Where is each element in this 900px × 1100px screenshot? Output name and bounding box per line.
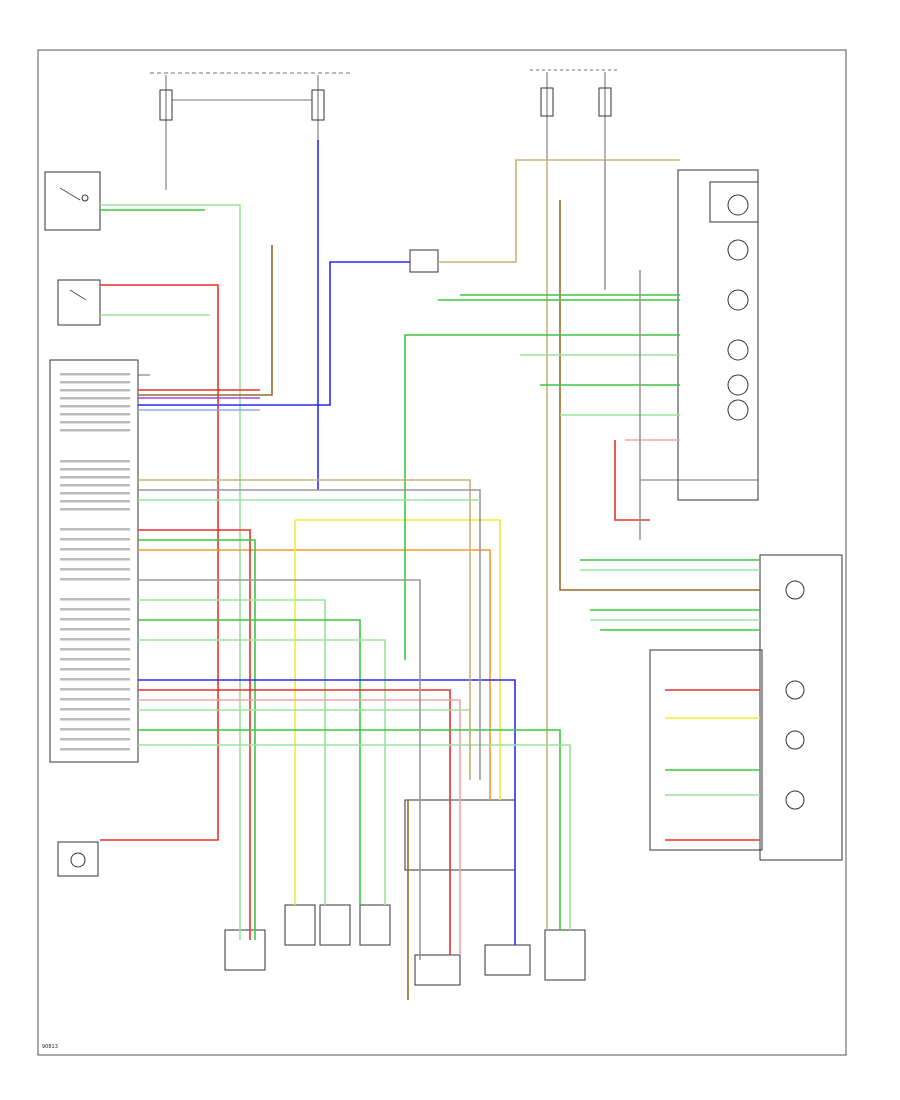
fuse-block-right [530,69,620,160]
wire-blue [138,261,410,406]
pcm-pin-label [60,718,130,721]
wire-green [404,334,680,660]
wire-lightgreen [100,204,241,940]
pcm-pin-label [60,558,130,561]
wire-pink [138,699,461,955]
pcm-pin-rows [60,373,130,751]
wire-green [138,619,361,905]
range-switch [57,279,101,326]
wire-red [614,440,650,521]
pcm-pin-label [60,538,130,541]
pcm-pin-label [60,484,130,487]
brake-switch [44,171,101,231]
pcm-pin-label [60,688,130,691]
pcm-pin-label [60,429,130,432]
vehicle-speed-sensor [57,841,99,877]
pcm-pin-label [60,413,130,416]
wire-brown [138,245,273,396]
pcm-pin-label [60,397,130,400]
pcm-pin-label [60,492,130,495]
wire-yellow [295,519,501,800]
pcm-pin-label [60,500,130,503]
wire-brown [559,200,760,591]
pcm-pin-label [60,548,130,551]
wire-green [138,729,561,930]
pcm-pin-label [60,421,130,424]
pcm-pin-label [60,389,130,392]
bottom-solenoids [224,799,586,986]
pcm-pin-label [60,598,130,601]
pcm-module [49,359,150,763]
junction-connector [409,249,439,273]
wire-lightgreen [138,599,326,905]
wire-red [138,529,251,940]
pcm-pin-label [60,373,130,376]
pcm-pin-label [60,738,130,741]
wire-tan [438,159,680,263]
wire-red [100,284,219,841]
pcm-pin-label [60,698,130,701]
pcm-pin-label [60,381,130,384]
wire-lightgreen [138,744,571,930]
pcm-pin-label [60,578,130,581]
pcm-pin-label [60,568,130,571]
diagram-frame [37,49,847,1056]
pcm-pin-label [60,618,130,621]
pcm-pin-label [60,476,130,479]
fuse-block-left [150,72,350,190]
figure-id: 90813 [42,1044,58,1050]
shift-lever-switch [649,554,843,861]
pcm-pin-label [60,508,130,511]
pcm-pin-label [60,728,130,731]
pcm-pin-label [60,405,130,408]
wire-blue [138,679,516,945]
wire-red [138,689,451,955]
wire-green [138,539,256,940]
wire-lightgreen [138,639,386,905]
wire-gray [138,489,481,780]
wire-orange [138,549,491,800]
wire-gray [138,579,421,960]
gauge-cluster [640,169,759,501]
pcm-pin-label [60,708,130,711]
pcm-pin-label [60,678,130,681]
pcm-pin-label [60,648,130,651]
pcm-pin-label [60,460,130,463]
pcm-pin-label [60,608,130,611]
pcm-pin-label [60,668,130,671]
pcm-pin-label [60,748,130,751]
wire-tan [138,479,471,780]
pcm-pin-label [60,528,130,531]
pcm-pin-label [60,638,130,641]
wire-layer [100,140,760,1000]
pcm-pin-label [60,628,130,631]
pcm-pin-label [60,658,130,661]
pcm-pin-label [60,468,130,471]
